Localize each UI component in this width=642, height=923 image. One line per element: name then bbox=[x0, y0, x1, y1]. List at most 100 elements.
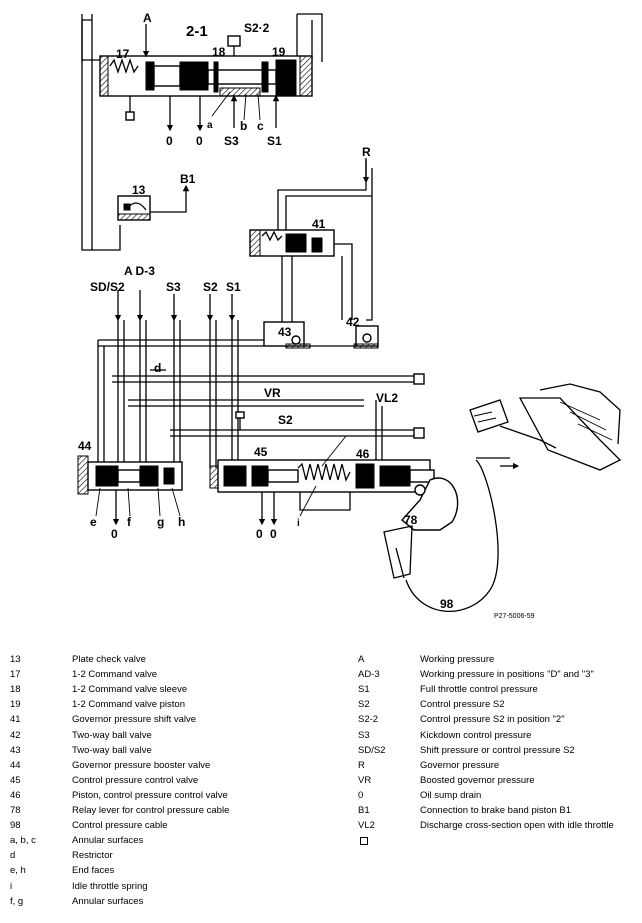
label-i: i bbox=[297, 518, 300, 529]
legend-value: Discharge cross-section open with idle t… bbox=[420, 820, 614, 832]
legend-key: 46 bbox=[10, 789, 21, 801]
legend-key: f, g bbox=[10, 895, 24, 907]
legend-value: Plate check valve bbox=[72, 654, 146, 665]
label-s3-top: S3 bbox=[224, 134, 239, 148]
label-g: g bbox=[157, 515, 164, 529]
legend-value: Idle throttle spring bbox=[72, 880, 148, 892]
legend-key: S2-2 bbox=[358, 714, 379, 726]
legend-value: Two-way ball valve bbox=[72, 744, 152, 756]
legend-key: 0 bbox=[358, 789, 364, 801]
label-44: 44 bbox=[78, 439, 92, 453]
relay-lever-and-cable: 78 98 P27-5006-59 bbox=[383, 457, 535, 620]
label-13: 13 bbox=[132, 183, 146, 197]
legend-key: B1 bbox=[358, 805, 370, 816]
label-c-surface: c bbox=[257, 119, 264, 133]
legend-key: 98 bbox=[10, 820, 21, 832]
accelerator-pedal-sketch bbox=[469, 383, 622, 471]
label-h: h bbox=[178, 515, 185, 529]
label-drain-1: 0 bbox=[166, 134, 173, 148]
label-r: R bbox=[362, 145, 371, 159]
legend-key: 17 bbox=[10, 669, 21, 681]
label-drain-5: 0 bbox=[270, 527, 277, 541]
label-s2: S2 bbox=[203, 280, 218, 294]
legend-value: Annular surfaces bbox=[72, 835, 144, 847]
label-a-surface: a bbox=[207, 120, 213, 131]
legend-value: Control pressure cable bbox=[72, 820, 168, 832]
legend-key: a, b, c bbox=[10, 835, 36, 847]
label-s1-top: S1 bbox=[267, 134, 282, 148]
legend-value: Boosted governor pressure bbox=[420, 774, 535, 786]
legend-value: Full throttle control pressure bbox=[420, 684, 538, 696]
legend-value: Shift pressure or control pressure S2 bbox=[420, 744, 575, 756]
governor-shift-valve-41: 41 R bbox=[249, 145, 373, 321]
booster-valve-44: 44 e f g h 0 bbox=[77, 439, 185, 541]
legend-value: Working pressure in positions "D" and "3… bbox=[420, 669, 594, 681]
hydraulic-circuit-diagram: 2-1 A S2·2 17 18 19 a b c 0 0 S3 S1 13 B… bbox=[77, 11, 622, 620]
legend-value: Two-way ball valve bbox=[72, 729, 152, 741]
legend-value: Control pressure control valve bbox=[72, 774, 199, 786]
legend-value: Governor pressure bbox=[420, 759, 500, 771]
square-symbol-icon bbox=[360, 837, 368, 846]
label-vl2: VL2 bbox=[376, 391, 398, 405]
label-42: 42 bbox=[346, 315, 360, 329]
legend-value: Piston, control pressure control valve bbox=[72, 789, 228, 801]
label-45: 45 bbox=[254, 445, 268, 459]
label-sd-s2: SD/S2 bbox=[90, 280, 125, 294]
legend-value: 1-2 Command valve sleeve bbox=[72, 684, 188, 696]
control-valve-45-46: 45 46 i 0 0 bbox=[209, 435, 435, 541]
legend-key: S1 bbox=[358, 684, 370, 696]
distribution-lines: d VR VL2 S2 bbox=[97, 339, 425, 468]
legend-key: d bbox=[10, 850, 16, 862]
legend-key: 41 bbox=[10, 714, 21, 726]
legend-key: A bbox=[358, 654, 365, 665]
ball-valves: 43 42 bbox=[263, 256, 379, 349]
legend-key: 78 bbox=[10, 805, 21, 816]
legend-value: Restrictor bbox=[72, 850, 113, 862]
label-17: 17 bbox=[116, 47, 130, 61]
legend-key: VR bbox=[358, 774, 372, 786]
legend-value: End faces bbox=[72, 865, 115, 877]
legend-value: Oil sump drain bbox=[420, 789, 482, 801]
legend-key: 18 bbox=[10, 684, 21, 696]
legend-value: Connection to brake band piston B1 bbox=[420, 805, 572, 816]
legend-key: S3 bbox=[358, 729, 370, 741]
legend-value: Governor pressure booster valve bbox=[72, 759, 211, 771]
legend-value: Control pressure S2 in position "2" bbox=[420, 714, 565, 726]
legend-key: 45 bbox=[10, 774, 21, 786]
label-a-top: A bbox=[143, 11, 152, 25]
label-b-surface: b bbox=[240, 119, 247, 133]
legend-key: 43 bbox=[10, 744, 21, 756]
label-s2-mid: S2 bbox=[278, 413, 293, 427]
label-18: 18 bbox=[212, 45, 226, 59]
legend-value: Working pressure bbox=[420, 654, 495, 665]
legend-key: i bbox=[10, 880, 13, 892]
legend-value: Annular surfaces bbox=[72, 895, 144, 907]
label-drain-3: 0 bbox=[111, 527, 118, 541]
legend-key: 44 bbox=[10, 759, 21, 771]
label-78: 78 bbox=[404, 513, 418, 527]
label-19: 19 bbox=[272, 45, 286, 59]
label-d: d bbox=[154, 361, 161, 375]
legend-value: Relay lever for control pressure cable bbox=[72, 805, 230, 816]
label-drain-4: 0 bbox=[256, 527, 263, 541]
legend-value: Control pressure S2 bbox=[420, 699, 505, 711]
legend-key: 13 bbox=[10, 654, 21, 665]
legend-key: 42 bbox=[10, 729, 21, 741]
plate-check-valve-13: 13 B1 bbox=[117, 172, 196, 221]
legend-key: AD-3 bbox=[358, 669, 380, 681]
legend-key: S2 bbox=[358, 699, 370, 711]
label-s3: S3 bbox=[166, 280, 181, 294]
diagram-title: 2-1 bbox=[186, 23, 208, 40]
label-ad-3: A D-3 bbox=[124, 264, 155, 278]
legend-key: VL2 bbox=[358, 820, 375, 832]
label-43: 43 bbox=[278, 325, 292, 339]
legend-value: Kickdown control pressure bbox=[420, 729, 532, 741]
legend-key: 19 bbox=[10, 699, 21, 711]
legend-key: R bbox=[358, 759, 365, 771]
label-drain-2: 0 bbox=[196, 134, 203, 148]
figure-code: P27-5006-59 bbox=[494, 613, 535, 620]
pressure-inlet-lines: A D-3 SD/S2 S3 S2 S1 bbox=[90, 264, 241, 468]
label-e: e bbox=[90, 515, 97, 529]
legend-value: 1-2 Command valve piston bbox=[72, 699, 185, 711]
